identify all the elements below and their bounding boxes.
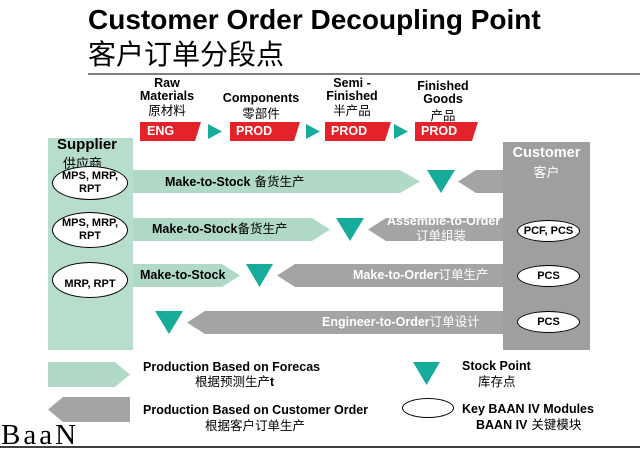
flow-label-en: Make-to-Stock	[165, 175, 251, 189]
module-line: RPT	[79, 183, 101, 195]
legend-stock-point-label-cn: 库存点	[478, 375, 516, 389]
row-1-forecast-arrow	[133, 170, 420, 193]
stage-tag-label: ENG	[147, 124, 175, 138]
row-3-stock-point-icon	[246, 264, 273, 287]
row-1-order-arrow	[458, 170, 503, 193]
flow-label-en: Assemble-to-Order	[387, 214, 501, 228]
row-2-customer-modules: PCF, PCS	[517, 220, 580, 242]
legend-order-arrow	[48, 397, 130, 422]
row-3-order-arrow	[277, 264, 503, 287]
legend-forecast-label-cn: 根据预测生产t	[195, 375, 274, 389]
stage-header-components: Components 零部件	[219, 92, 303, 121]
legend-modules-prefix: BAAN IV	[476, 418, 528, 432]
module-line: PCS	[537, 315, 560, 328]
row-3-order-label: Make-to-Order订单生产	[353, 268, 488, 282]
stage-label-cn: 原材料	[148, 104, 186, 118]
flow-label-en: Make-to-Order	[353, 268, 439, 282]
row-4-customer-modules: PCS	[517, 311, 580, 333]
row-1-stock-point-icon	[427, 170, 455, 193]
row-4-order-arrow	[187, 311, 503, 334]
module-line: PCF, PCS	[523, 224, 574, 237]
row-2-forecast-arrow	[133, 218, 330, 241]
baan-logo: BaaN	[1, 419, 80, 451]
legend-modules-cn: 关键模块	[531, 418, 582, 432]
row-3-customer-modules: PCS	[517, 265, 580, 287]
flow-label-cn: 订单组装	[416, 229, 467, 243]
flow-label-en: Make-to-Stock	[152, 222, 238, 236]
module-line: MPS, MRP,	[61, 217, 119, 229]
customer-label-cn: 客户	[533, 165, 560, 180]
stage-label-line: Finished	[417, 79, 469, 93]
row-2-forecast-label: Make-to-Stock备货生产	[152, 222, 287, 236]
row-2-order-arrow	[368, 218, 503, 241]
row-2-order-label-cn: 订单组装	[416, 229, 466, 243]
stage-tag-prod-finished-goods	[415, 122, 478, 141]
legend-order-label: Production Based on Customer Order	[143, 403, 369, 417]
module-line: MPS, MRP,	[61, 170, 119, 182]
module-line: RPT	[79, 230, 101, 242]
stage-label-cn: 半产品	[333, 104, 371, 118]
flow-label-cn: 备货生产	[254, 175, 305, 189]
stage-header-raw-materials: Raw Materials 原材料	[125, 77, 209, 118]
stage-label-line: Components	[222, 91, 300, 105]
flow-label-cn: 订单生产	[438, 268, 489, 282]
customer-label: Customer	[512, 145, 581, 161]
legend-stock-point-label: Stock Point	[462, 359, 531, 373]
row-3-forecast-label: Make-to-Stock	[140, 268, 225, 282]
stage-header-semi-finished: Semi - Finished 半产品	[310, 77, 394, 118]
row-4-stock-point-icon	[155, 311, 183, 334]
row-1-supplier-modules: MPS, MRP, RPT	[52, 166, 128, 200]
stage-tag-prod-semi-finished	[325, 122, 391, 141]
legend-module-oval	[402, 398, 454, 418]
flow-label-en: Engineer-to-Order	[322, 315, 430, 329]
stage-label-line: Raw	[154, 76, 180, 90]
legend-forecast-tail: t	[270, 375, 275, 389]
stage-label-line: Materials	[139, 88, 195, 103]
flow-label-cn: 备货生产	[237, 222, 288, 236]
stage-tag-eng	[140, 122, 201, 141]
row-3-supplier-modules: MRP, RPT	[52, 262, 128, 298]
legend-order-label-cn: 根据客户订单生产	[205, 419, 306, 433]
flow-label-en: Make-to-Stock	[140, 268, 226, 282]
stage-tag-prod-components	[230, 122, 300, 141]
row-2-order-label: Assemble-to-Order	[387, 214, 500, 228]
page-title: Customer Order Decoupling Point	[88, 4, 541, 35]
legend-forecast-cn: 根据预测生产	[195, 375, 271, 389]
legend-modules-label: Key BAAN IV Modules	[462, 402, 594, 416]
supplier-label: Supplier	[57, 136, 118, 153]
stage-label-line: Semi -	[333, 76, 371, 90]
page-subtitle: 客户订单分段点	[88, 40, 285, 71]
stage-flow-arrow-icon	[208, 124, 222, 139]
stage-tag-label: PROD	[421, 124, 458, 138]
module-line: MRP, RPT	[64, 277, 116, 290]
legend-stock-point-icon	[413, 362, 440, 385]
stage-tag-label: PROD	[236, 124, 273, 138]
row-2-supplier-modules: MPS, MRP, RPT	[52, 212, 128, 248]
row-4-order-label: Engineer-to-Order订单设计	[322, 315, 480, 329]
stage-label-cn: 产品	[430, 109, 456, 123]
row-2-stock-point-icon	[336, 218, 364, 241]
stage-label-line: Finished	[326, 88, 378, 103]
stage-flow-arrow-icon	[394, 124, 408, 139]
legend-forecast-label: Production Based on Forecas	[143, 360, 321, 374]
stage-tag-label: PROD	[331, 124, 368, 138]
module-line: PCS	[537, 269, 560, 282]
stage-header-finished-goods: Finished Goods 产品	[401, 80, 485, 123]
stage-label-line: Goods	[423, 91, 463, 106]
row-3-forecast-arrow	[133, 264, 240, 287]
legend-forecast-arrow	[48, 362, 130, 387]
stage-flow-arrow-icon	[306, 124, 320, 139]
flow-label-cn: 订单设计	[429, 315, 480, 329]
stage-label-cn: 零部件	[242, 106, 280, 121]
